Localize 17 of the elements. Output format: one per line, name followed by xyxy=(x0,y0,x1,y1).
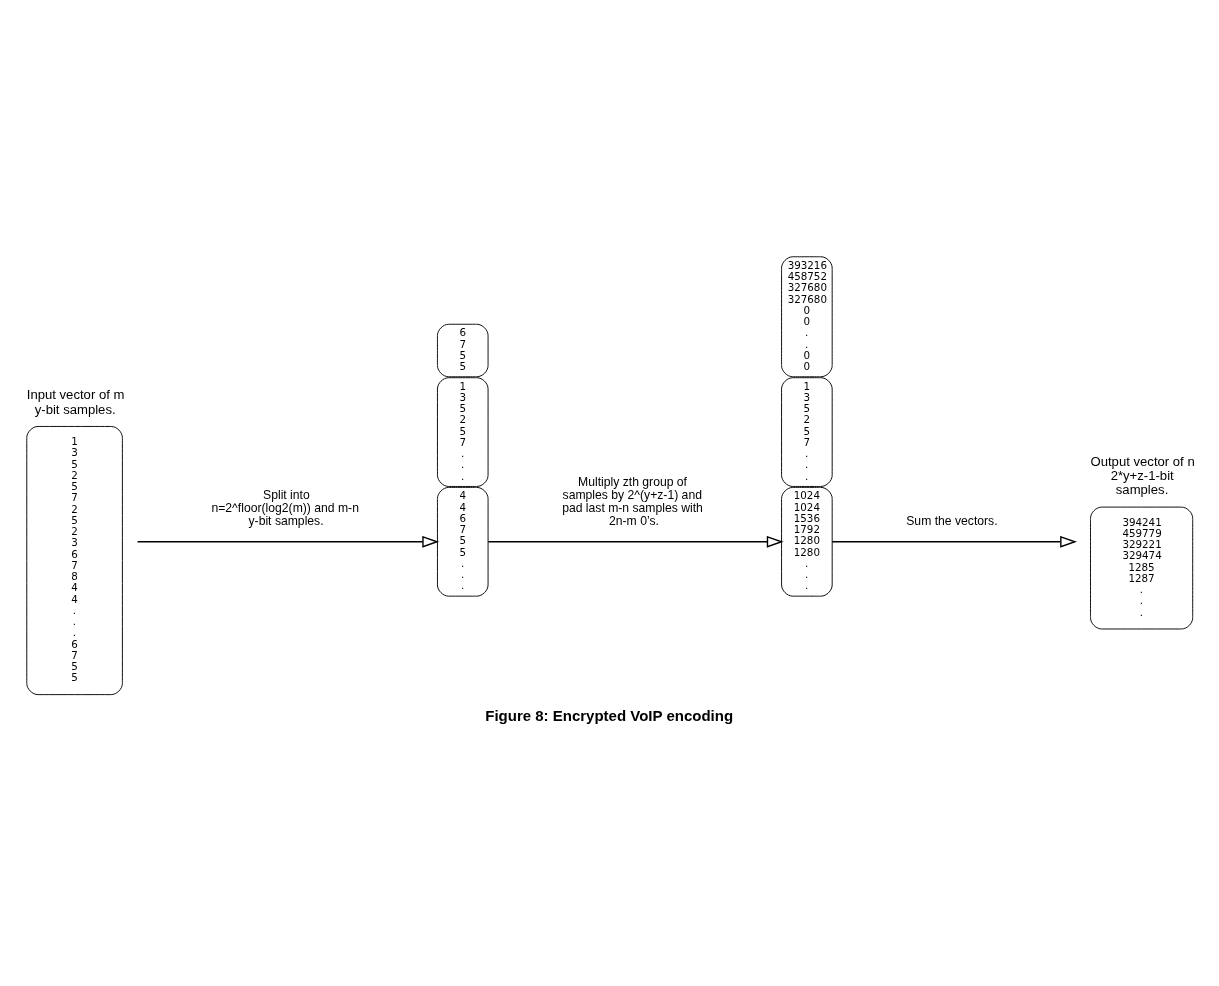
node-box: 4 4 6 7 5 5 . . . xyxy=(436,486,489,597)
node-box: 1 3 5 2 5 7 . . . xyxy=(436,376,489,487)
node-box: 1 3 5 2 5 7 2 5 2 3 6 7 8 4 4 . . . 6 7 5 5 xyxy=(26,425,123,695)
node-box: 1024 1024 1536 1792 1280 1280 . . . xyxy=(781,486,833,597)
node-box: 393216 458752 327680 327680 0 0 . . 0 0 xyxy=(781,255,833,377)
edge-label: Multiply zth group of samples by 2^(y+z-1) and pad last m-n samples with 2n-m 0’s. xyxy=(562,474,703,528)
edge-label: Split into n=2^floor(log2(m)) and m-n y-bit samples. xyxy=(211,487,359,528)
caption: Figure 8: Encrypted VoIP encoding xyxy=(485,706,734,724)
node-label: Input vector of m y-bit samples. xyxy=(26,386,125,417)
edge-label: Sum the vectors. xyxy=(906,513,998,528)
node-box: 394241 459779 329221 329474 1285 1287 . . . xyxy=(1090,506,1194,629)
node-label: Output vector of n 2*y+z-1-bit samples. xyxy=(1090,453,1195,497)
arrow xyxy=(487,535,784,548)
node-box: 1 3 5 2 5 7 . . . xyxy=(781,376,833,487)
arrow xyxy=(831,535,1078,548)
node-box: 6 7 5 5 xyxy=(436,323,489,377)
arrow xyxy=(136,535,440,548)
